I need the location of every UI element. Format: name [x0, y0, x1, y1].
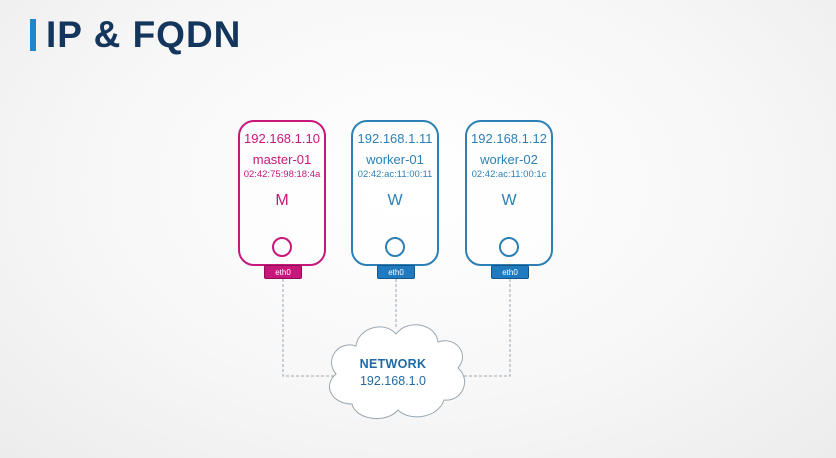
link-worker-02 — [460, 279, 511, 377]
node-role: M — [275, 192, 289, 209]
node-role: W — [501, 192, 517, 209]
node-hostname: master-01 — [252, 152, 312, 167]
node-master-01[interactable]: 192.168.1.10 master-01 02:42:75:98:18:4a… — [238, 120, 326, 266]
network-cloud — [329, 324, 465, 420]
node-ip: 192.168.1.10 — [244, 131, 320, 146]
power-indicator-icon — [499, 237, 519, 257]
power-indicator-icon — [272, 237, 292, 257]
node-worker-02[interactable]: 192.168.1.12 worker-02 02:42:ac:11:00:1c… — [465, 120, 553, 266]
node-hostname: worker-02 — [480, 152, 538, 167]
network-label: NETWORK — [359, 357, 427, 371]
node-ip: 192.168.1.12 — [471, 131, 547, 146]
node-mac-address: 02:42:ac:11:00:1c — [471, 169, 547, 180]
port-eth0-master-01: eth0 — [264, 265, 302, 279]
node-hostname: worker-01 — [366, 152, 424, 167]
link-master-01 — [282, 279, 338, 377]
title-accent-bar — [30, 19, 36, 51]
network-address: 192.168.1.0 — [359, 374, 427, 388]
node-role: W — [387, 192, 403, 209]
port-eth0-worker-01: eth0 — [377, 265, 415, 279]
page-title: IP & FQDN — [46, 14, 242, 55]
node-mac-address: 02:42:75:98:18:4a — [243, 169, 321, 180]
power-indicator-icon — [385, 237, 405, 257]
node-ip: 192.168.1.11 — [357, 131, 433, 146]
port-eth0-worker-02: eth0 — [491, 265, 529, 279]
node-mac-address: 02:42:ac:11:00:11 — [357, 169, 433, 180]
node-worker-01[interactable]: 192.168.1.11 worker-01 02:42:ac:11:00:11… — [351, 120, 439, 266]
